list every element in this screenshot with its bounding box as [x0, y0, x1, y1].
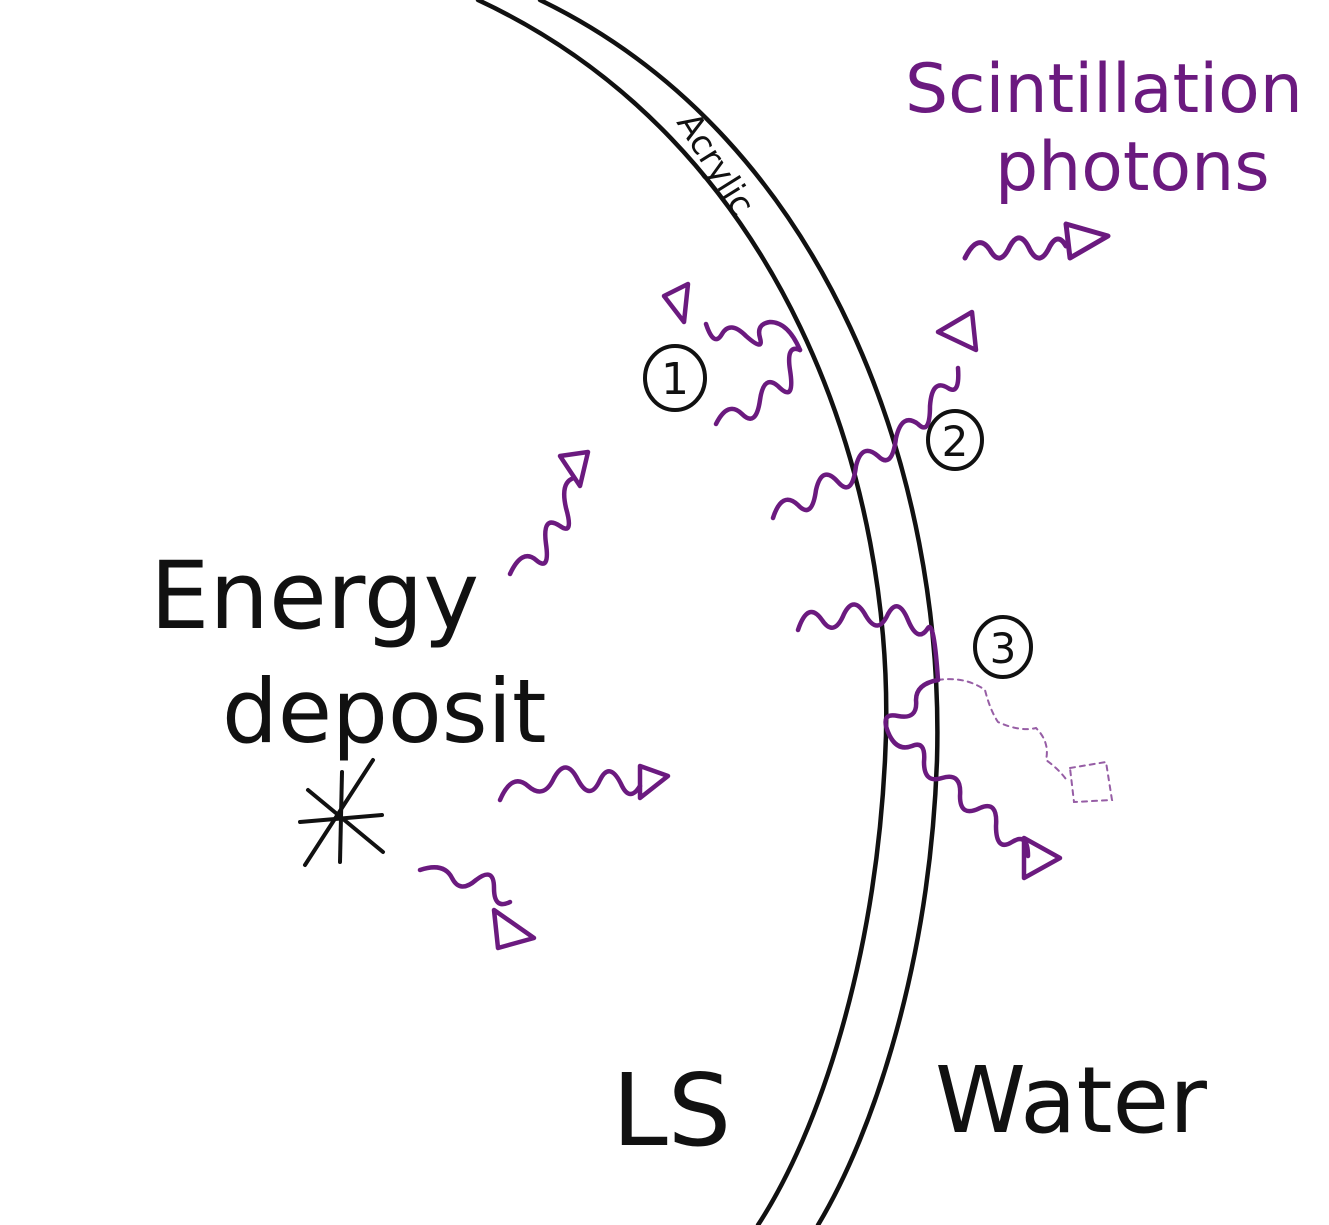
asterisk-icon [298, 758, 385, 867]
marker-1-label: 1 [661, 354, 689, 405]
photon-3-incoming [795, 602, 941, 683]
photon-2-transmitted [770, 309, 979, 521]
photon-1-reflected [661, 281, 803, 427]
photon-free-middle [497, 763, 671, 803]
marker-2: 2 [926, 409, 984, 471]
vessel-inner-wall [475, 0, 889, 1225]
ls-region-label: LS [612, 1052, 731, 1169]
marker-3-label: 3 [990, 624, 1017, 673]
energy-label-line2: deposit [222, 660, 547, 763]
energy-label-line1: Energy [150, 542, 479, 651]
legend-photon-icon [962, 221, 1111, 261]
marker-3: 3 [973, 615, 1033, 679]
marker-2-label: 2 [942, 417, 969, 466]
photon-3-reemitted [883, 677, 1063, 881]
scintillation-label-line2: photons [995, 128, 1270, 207]
marker-1: 1 [643, 344, 707, 412]
photon-free-lower [417, 865, 537, 951]
water-region-label: Water [935, 1047, 1207, 1154]
photon-free-upper [507, 449, 591, 577]
scintillation-label-line1: Scintillation [905, 50, 1303, 129]
photon-3-faint-path [937, 678, 1114, 804]
